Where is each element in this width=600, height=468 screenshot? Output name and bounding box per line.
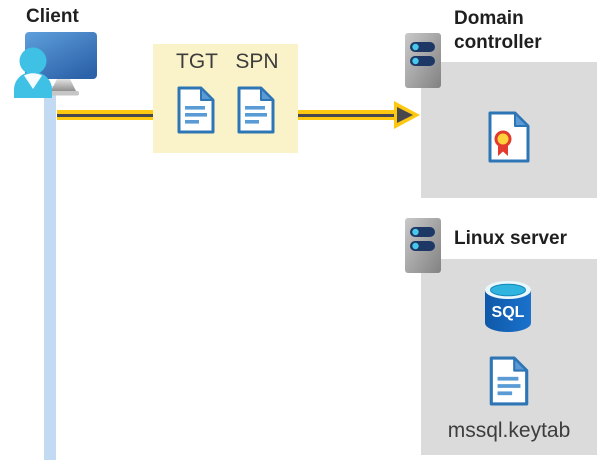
monitor-stand — [51, 79, 76, 91]
monitor-base — [47, 91, 79, 96]
certificate-icon — [488, 111, 530, 163]
client-connection-line — [44, 86, 56, 460]
domain-controller-label: Domain controller — [454, 8, 542, 53]
sql-database-icon: SQL — [485, 281, 531, 332]
linux-server-label: Linux server — [454, 228, 567, 249]
keytab-document-icon — [489, 356, 529, 406]
keytab-filename-label: mssql.keytab — [447, 419, 571, 442]
client-user-monitor-icon — [14, 32, 97, 98]
tgt-label: TGT — [176, 50, 218, 73]
spn-label: SPN — [235, 50, 279, 73]
spn-document-icon — [237, 86, 275, 134]
ticket-box: TGT SPN — [153, 44, 298, 153]
client-label: Client — [26, 6, 79, 27]
person-icon — [14, 47, 52, 98]
linux-server-icon — [405, 218, 441, 273]
sql-icon-text: SQL — [492, 304, 525, 321]
domain-controller-server-icon — [405, 33, 441, 88]
tgt-document-icon — [177, 86, 215, 134]
auth-arrow-head-inner — [397, 107, 413, 123]
